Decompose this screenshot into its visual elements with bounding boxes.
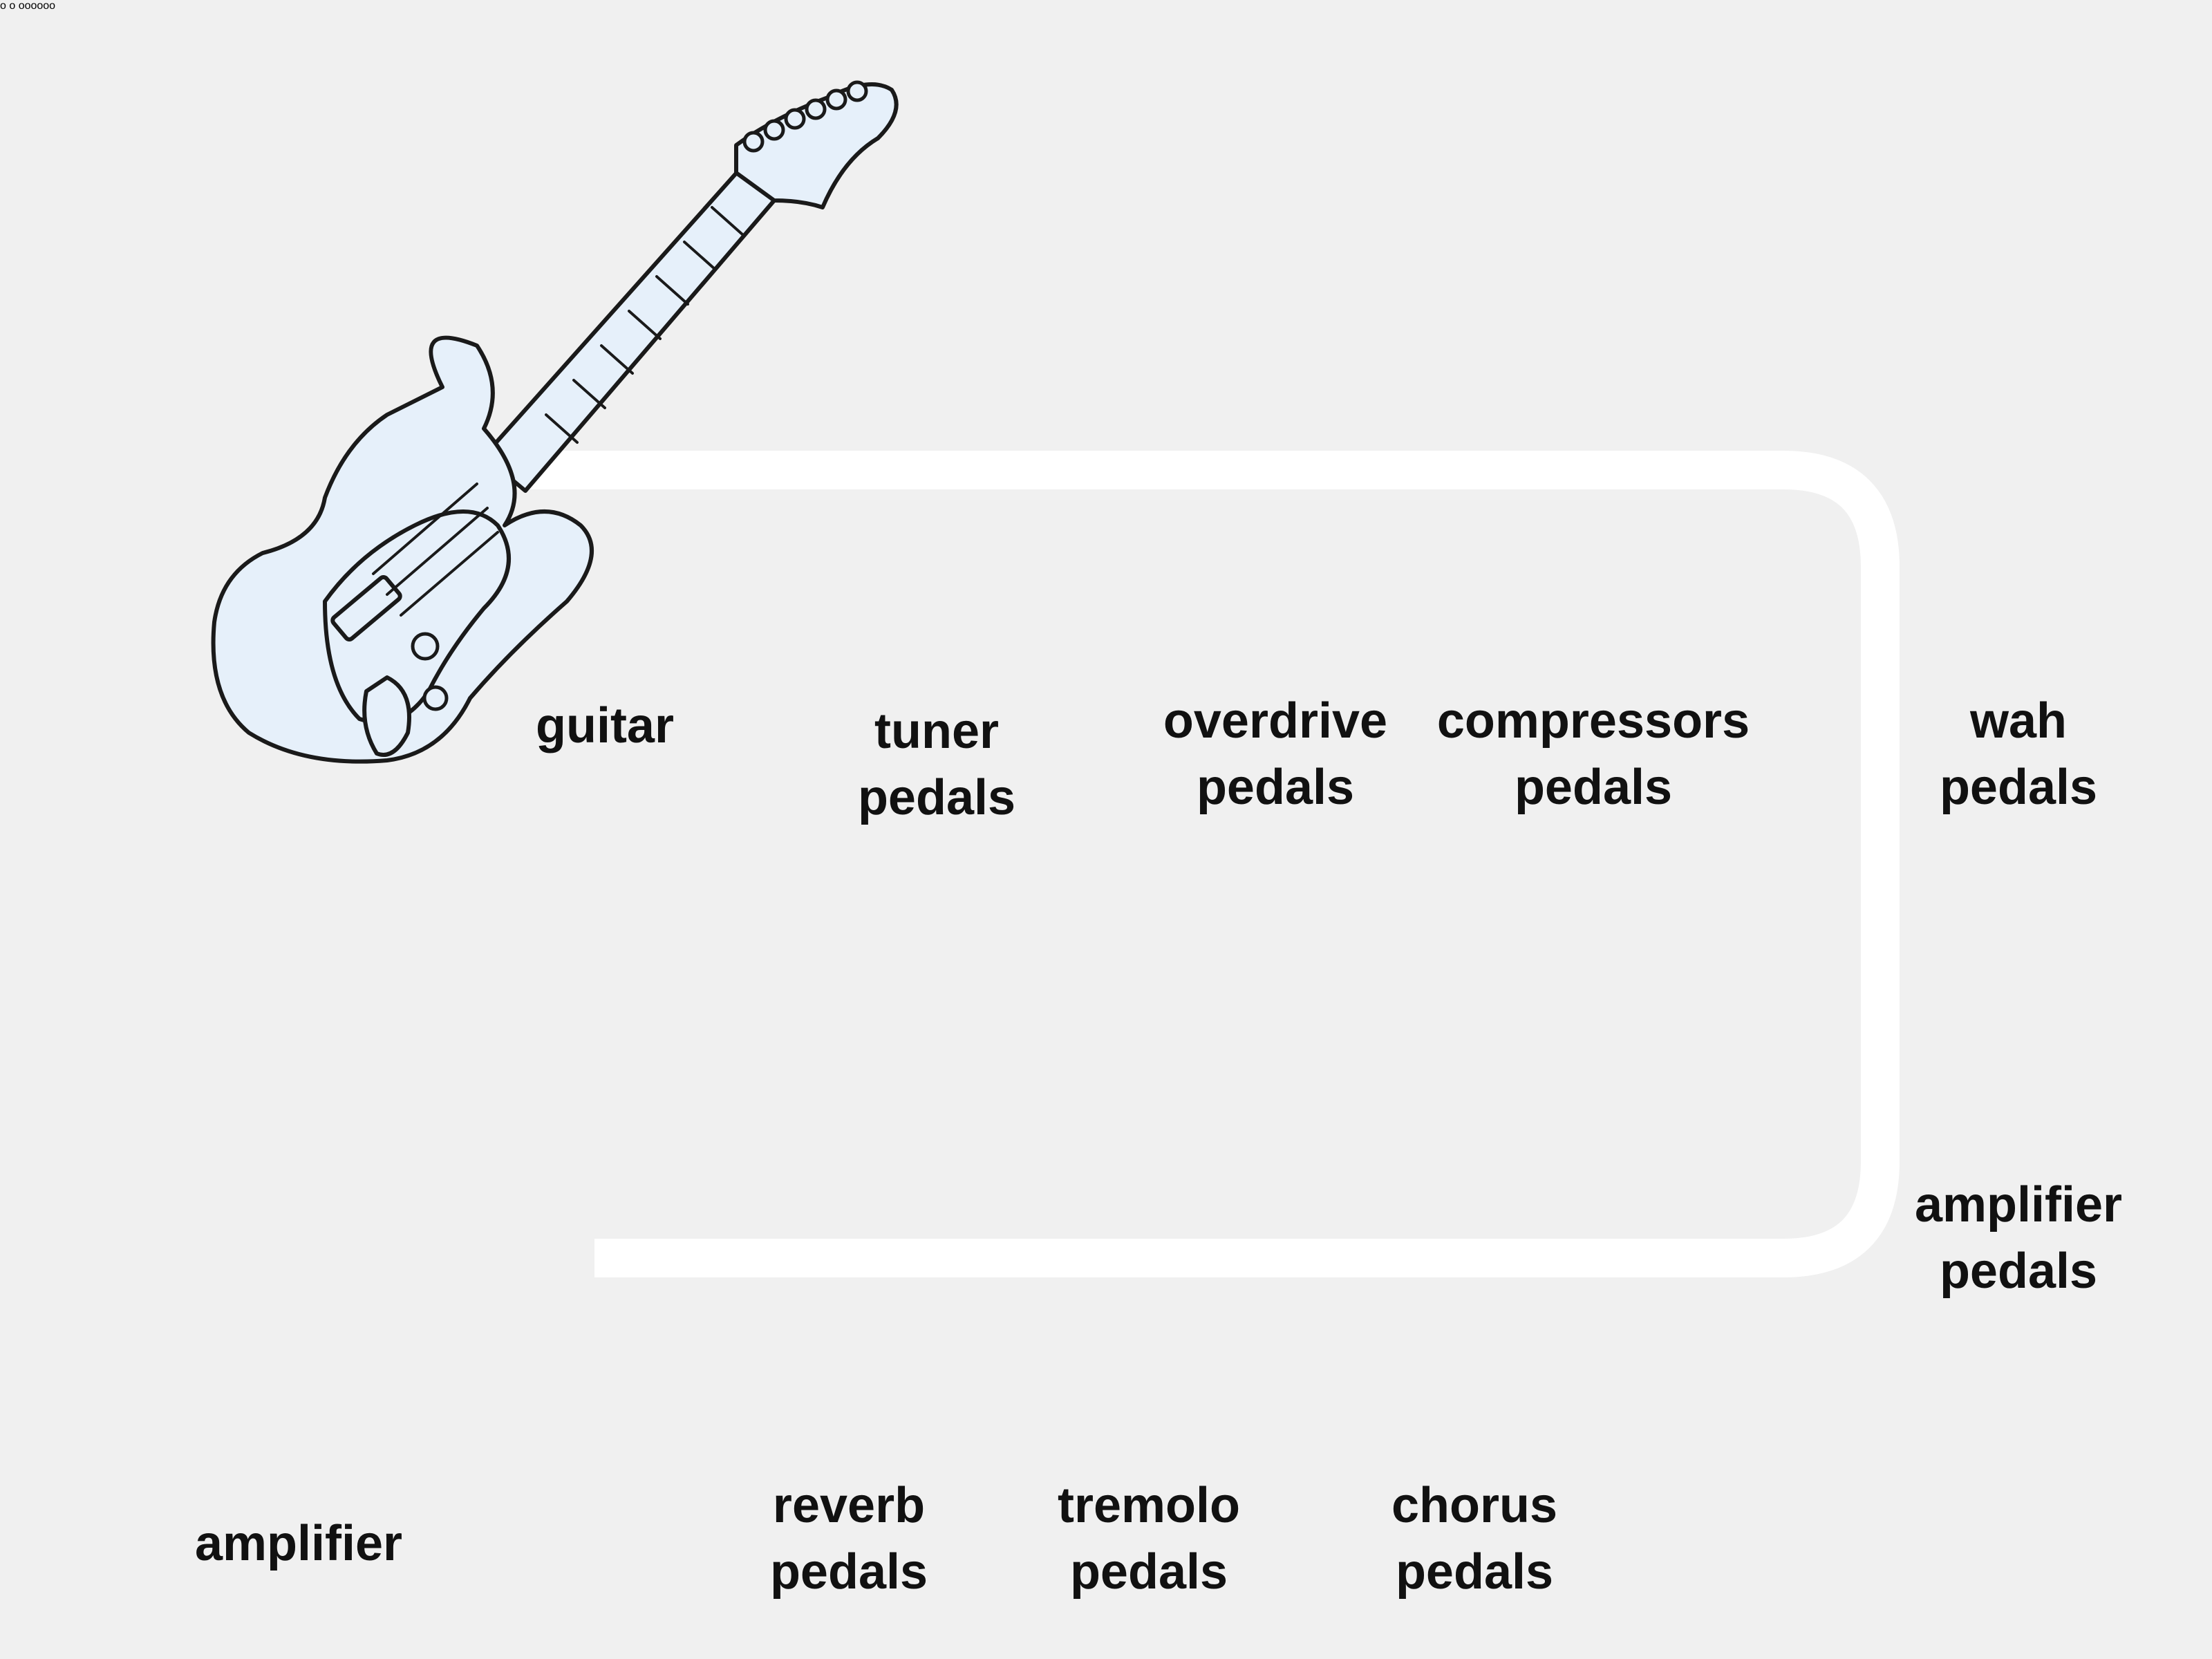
guitar-icon: [211, 80, 899, 764]
amp-panel-knobs: o o oooooo: [0, 0, 56, 12]
label-guitar: guitar: [535, 698, 675, 753]
signal-cable: [498, 451, 1900, 1277]
label-amplifier: amplifier: [194, 1516, 403, 1571]
amplifier-icon: o o oooooo: [0, 0, 55, 12]
